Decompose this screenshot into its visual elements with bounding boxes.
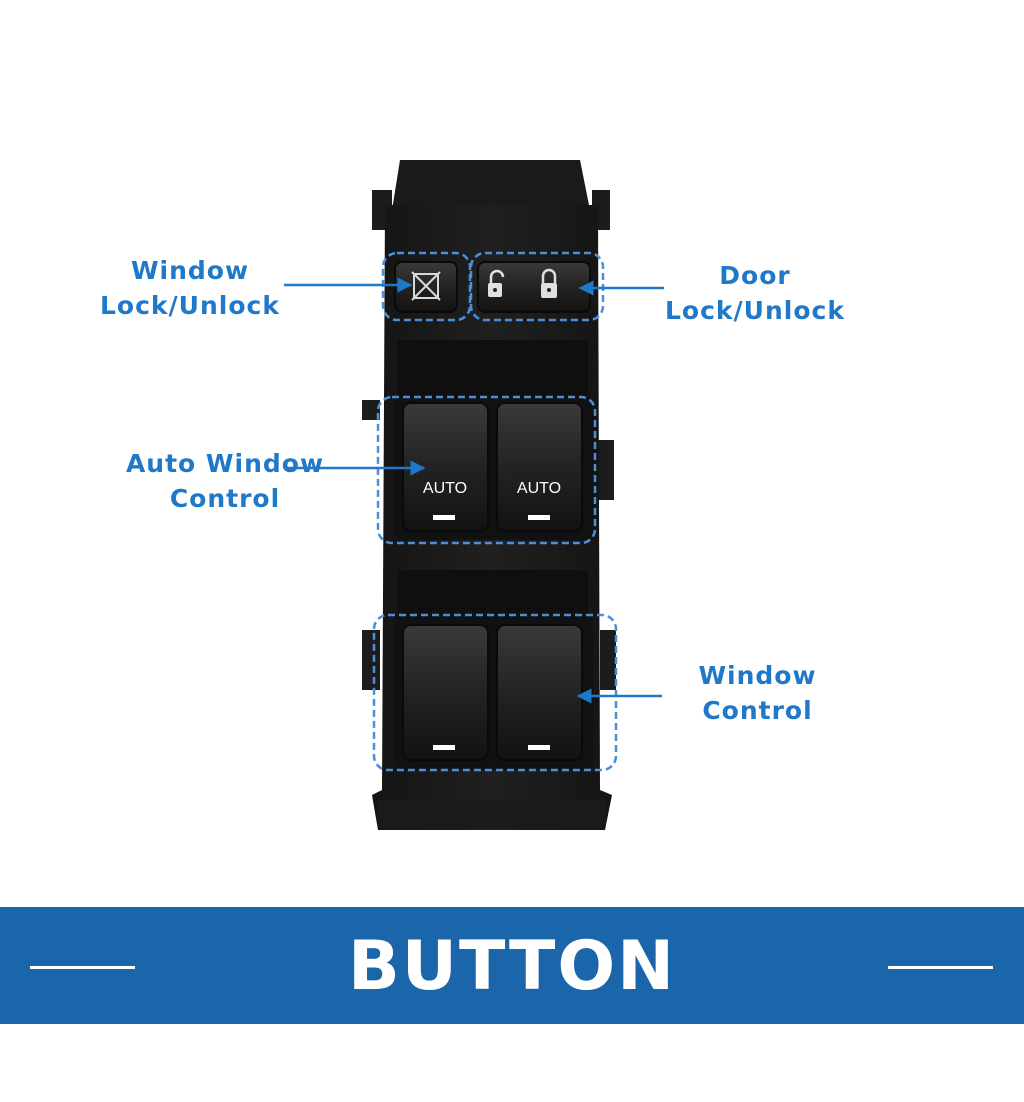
highlight-outlines	[372, 251, 618, 772]
unlock-icon	[488, 269, 505, 297]
label-line: Lock/Unlock	[665, 296, 845, 325]
indicator-bar	[433, 515, 455, 520]
window-lock-icon	[411, 271, 441, 301]
lock-icon	[541, 268, 557, 298]
door-lock-rocker[interactable]	[477, 261, 591, 313]
product-image: AUTO AUTO	[0, 160, 1024, 1096]
label-line: Lock/Unlock	[100, 291, 280, 320]
window-control-label: Window Control	[665, 658, 850, 728]
indicator-bar	[433, 745, 455, 750]
window-lock-label: Window Lock/Unlock	[90, 253, 290, 323]
window-control-outline	[372, 613, 618, 772]
title-banner	[0, 907, 1024, 1024]
auto-label-left: AUTO	[423, 480, 467, 497]
door-lock-label: Door Lock/Unlock	[655, 258, 855, 328]
door-lock-outline	[469, 251, 605, 322]
auto-window-button-left[interactable]: AUTO	[402, 402, 489, 532]
auto-window-outline	[376, 395, 597, 545]
callout-arrows	[284, 277, 664, 704]
indicator-bar	[528, 745, 550, 750]
auto-window-button-right[interactable]: AUTO	[496, 402, 583, 532]
auto-label-right: AUTO	[517, 480, 561, 497]
banner-title: BUTTON FUNCTION	[306, 927, 718, 1096]
label-line: Control	[169, 484, 281, 513]
window-control-button-right[interactable]	[496, 624, 583, 761]
window-switch-illustration: AUTO AUTO	[284, 160, 664, 830]
window-control-button-left[interactable]	[402, 624, 489, 761]
indicator-bar	[528, 515, 550, 520]
label-line: Auto Window	[125, 449, 325, 478]
banner-divider-right	[888, 966, 993, 969]
label-line: Door	[719, 261, 791, 290]
banner-divider-left	[30, 966, 135, 969]
window-lock-button[interactable]	[394, 261, 458, 313]
label-line: Control	[702, 696, 813, 725]
label-line: Window	[130, 256, 250, 285]
label-line: Window	[698, 661, 817, 690]
auto-window-label: Auto Window Control	[110, 446, 340, 516]
